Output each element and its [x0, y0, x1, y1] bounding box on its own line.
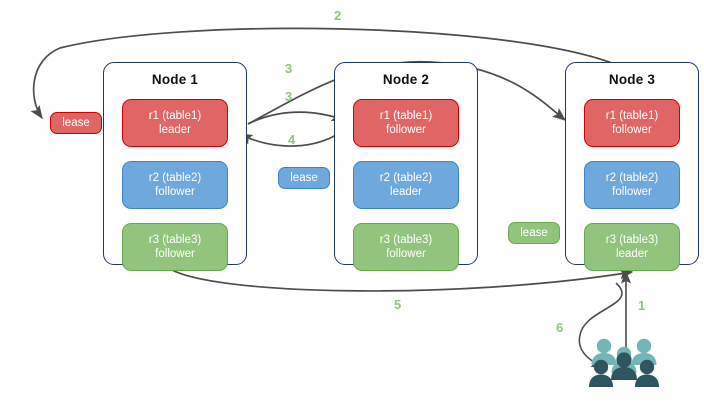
step-label-5: 5 — [394, 297, 402, 312]
replica-role: leader — [616, 248, 648, 260]
replica-role: leader — [159, 124, 191, 136]
replica-role: follower — [386, 124, 426, 136]
step-label-4: 4 — [288, 132, 296, 147]
step-label-3a: 3 — [285, 61, 293, 76]
node-title-1: Node 1 — [151, 72, 199, 87]
replica-node3-r1[interactable]: r1 (table1) follower — [584, 99, 680, 147]
replica-node1-r1[interactable]: r1 (table1) leader — [122, 99, 228, 147]
replica-name: r1 (table1) — [605, 110, 659, 122]
replica-name: r1 (table1) — [148, 110, 202, 122]
arrow-5-path — [165, 265, 634, 292]
arrow-3-upper-path — [247, 60, 567, 125]
step-label-2: 2 — [334, 8, 342, 23]
node-container-1[interactable]: Node 1 r1 (table1) leader r2 (table2) fo… — [103, 62, 247, 271]
replica-node1-r3[interactable]: r3 (table3) follower — [122, 223, 228, 271]
lease-badge-3[interactable]: lease — [508, 222, 560, 244]
replica-name: r2 (table2) — [148, 172, 202, 184]
replica-name: r3 (table3) — [148, 234, 202, 246]
replica-name: r3 (table3) — [379, 234, 433, 246]
replica-name: r3 (table3) — [605, 234, 659, 246]
node-container-3[interactable]: Node 3 r1 (table1) follower r2 (table2) … — [565, 62, 699, 271]
replica-node2-r2[interactable]: r2 (table2) leader — [353, 161, 459, 209]
replica-node2-r3[interactable]: r3 (table3) follower — [353, 223, 459, 271]
node-title-3: Node 3 — [608, 72, 656, 87]
arrow-6-path — [578, 282, 623, 368]
node-title-2: Node 2 — [382, 72, 430, 87]
step-label-1: 1 — [638, 298, 646, 313]
node-container-2[interactable]: Node 2 r1 (table1) follower r2 (table2) … — [334, 62, 478, 271]
replica-role: leader — [390, 186, 422, 198]
step-label-6: 6 — [556, 320, 564, 335]
replica-name: r1 (table1) — [379, 110, 433, 122]
step-label-3b: 3 — [285, 89, 293, 104]
replica-node2-r1[interactable]: r1 (table1) follower — [353, 99, 459, 147]
users-group-icon — [589, 338, 659, 387]
replica-node3-r3[interactable]: r3 (table3) leader — [584, 223, 680, 271]
replica-role: follower — [155, 248, 195, 260]
lease-badge-2[interactable]: lease — [278, 167, 330, 189]
replica-node1-r2[interactable]: r2 (table2) follower — [122, 161, 228, 209]
replica-name: r2 (table2) — [379, 172, 433, 184]
arrow-2-path — [30, 27, 613, 120]
arrow-3-lower-path — [247, 110, 346, 125]
replica-role: follower — [155, 186, 195, 198]
lease-badge-1[interactable]: lease — [50, 112, 102, 134]
replica-node3-r2[interactable]: r2 (table2) follower — [584, 161, 680, 209]
replica-role: follower — [612, 186, 652, 198]
replica-role: follower — [386, 248, 426, 260]
replica-role: follower — [612, 124, 652, 136]
replica-name: r2 (table2) — [605, 172, 659, 184]
